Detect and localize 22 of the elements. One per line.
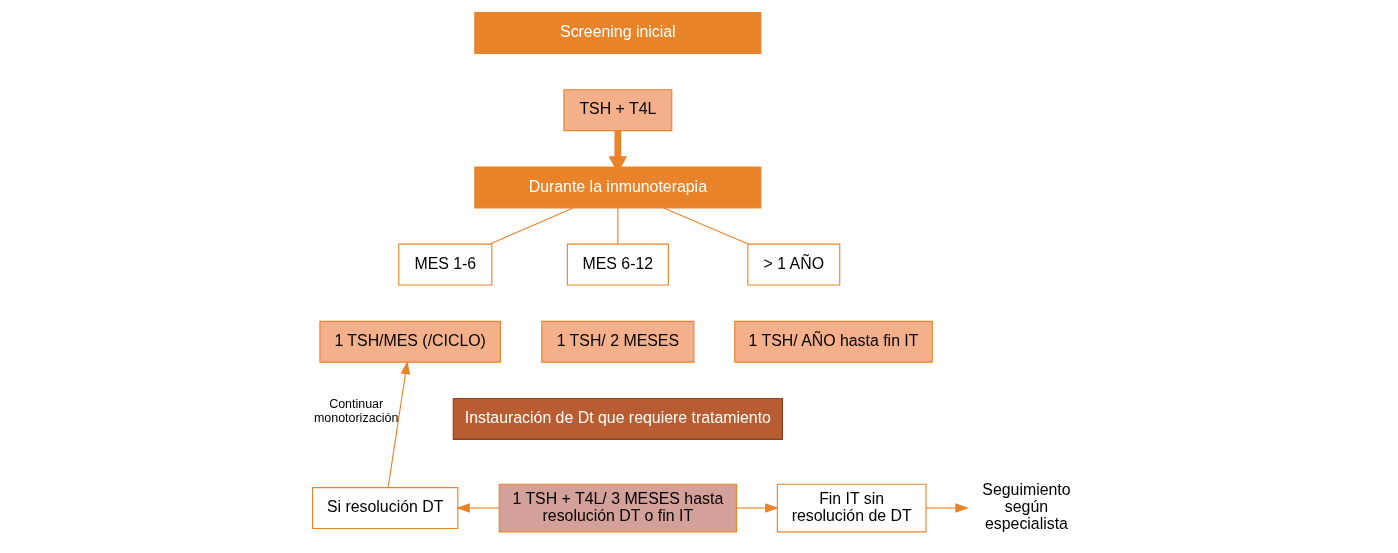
node-box: 1 TSH/ 2 MESES (541, 320, 695, 363)
node-box: Instauración de Dt que requiere tratamiento (452, 397, 783, 440)
arrow (456, 503, 500, 513)
node-box: 1 TSH + T4L/ 3 MESES hasta resolución DT o fin IT (498, 483, 737, 533)
arrow (387, 360, 411, 489)
node-box: Si resolución DT (311, 487, 459, 530)
node-box: Screening inicial (474, 12, 762, 55)
node-box: MES 6-12 (566, 243, 669, 286)
node-box: TSH + T4L (563, 89, 673, 132)
node-box: 1 TSH/MES (/CICLO) (319, 320, 501, 363)
connector (617, 207, 619, 245)
node-box: 1 TSH/ AÑO hasta fin IT (734, 320, 933, 363)
node-text: Seguimiento según especialista (982, 481, 1071, 533)
node-box: Fin IT sin resolución de DT (776, 483, 927, 533)
node-box: Durante la inmunoterapia (474, 166, 762, 209)
connector (663, 207, 749, 245)
edge-label: Continuar monotorización (313, 397, 399, 425)
arrow (736, 503, 779, 513)
arrow (925, 503, 969, 513)
node-box: > 1 AÑO (747, 243, 841, 286)
node-box: MES 1-6 (398, 243, 493, 286)
connector (489, 207, 574, 245)
